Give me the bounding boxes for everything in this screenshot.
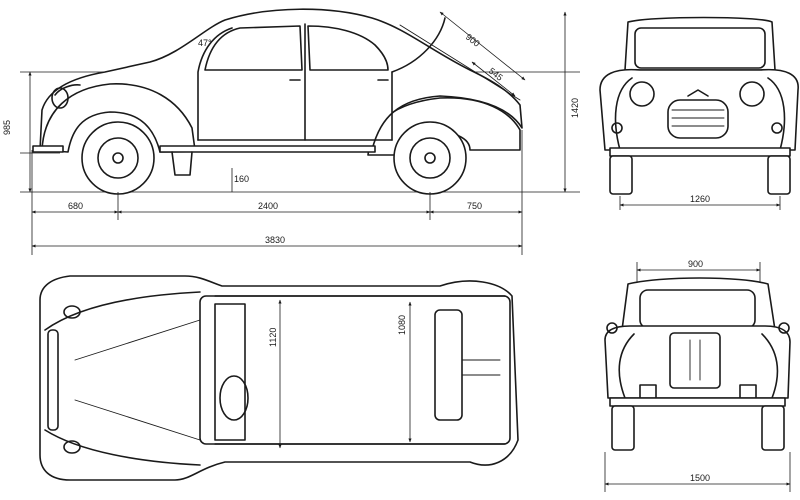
dim-inner-rear: 1080: [397, 315, 407, 335]
front-view: 1260: [599, 16, 799, 210]
dim-track: 1260: [690, 194, 710, 204]
dim-height-left: 985: [2, 120, 12, 135]
dim-overall-length: 3830: [265, 235, 285, 245]
dim-front-overhang: 680: [68, 201, 83, 211]
dim-rear-overhang: 750: [467, 201, 482, 211]
dim-angle: 47°: [198, 38, 212, 48]
rear-view: 900 1500: [604, 259, 791, 492]
dim-ground: 160: [234, 174, 249, 184]
dim-inner-front: 1120: [268, 328, 278, 347]
dim-wheelbase: 2400: [258, 201, 278, 211]
top-view: 1120 1080: [39, 275, 519, 481]
dim-roof-width: 900: [688, 259, 703, 269]
side-view: 900 545 47° 985 1420 160 680 2400 750 38…: [2, 8, 580, 255]
dim-height-total: 1420: [570, 98, 580, 118]
dim-overall-width: 1500: [690, 473, 710, 483]
dim-door-top: 900: [464, 32, 482, 49]
